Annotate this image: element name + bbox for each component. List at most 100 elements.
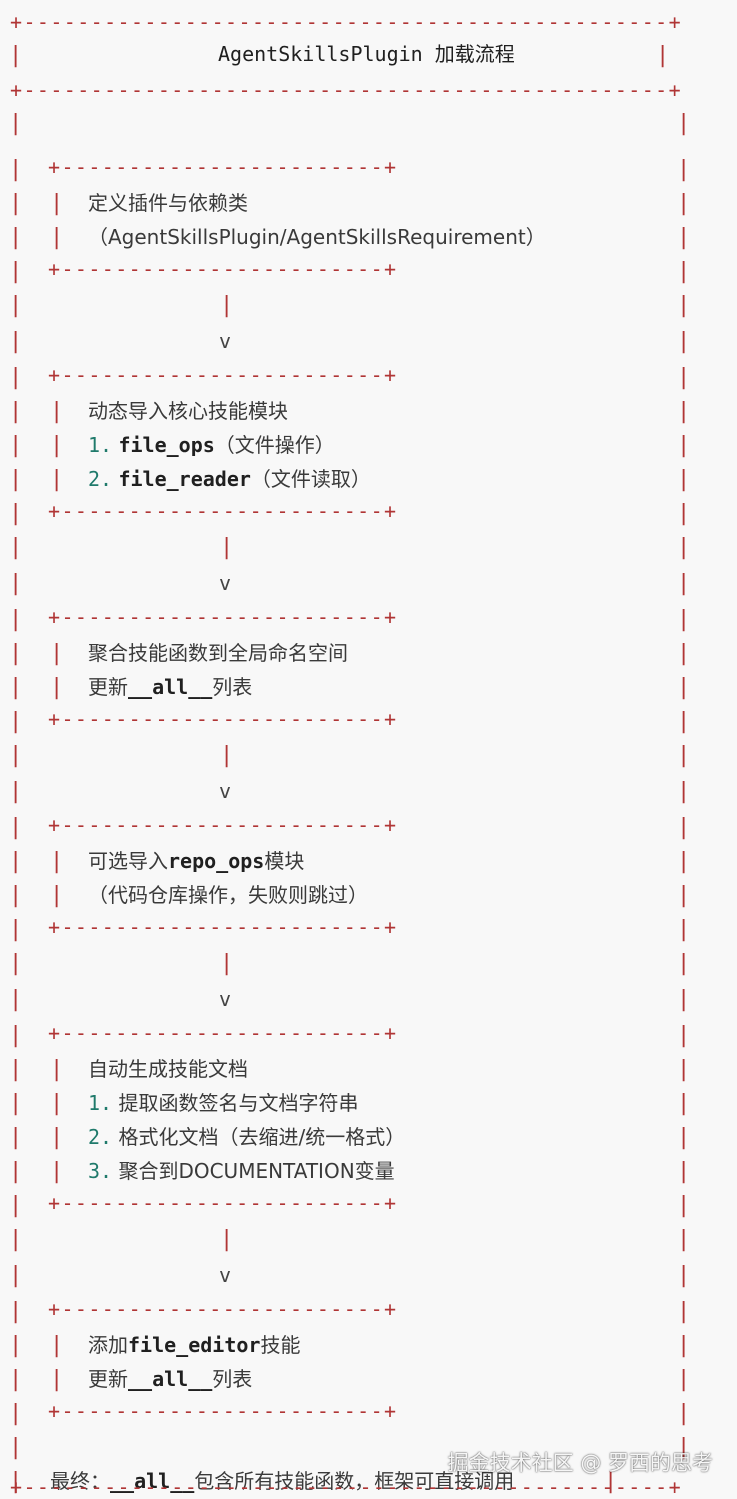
outer-right-bar: |	[677, 675, 691, 700]
arrow-head: v	[219, 779, 232, 803]
outer-right-bar: |	[677, 1435, 691, 1460]
step-text: 可选导入	[88, 849, 168, 873]
step-box-left-bar: |	[50, 191, 64, 216]
outer-right-bar: |	[677, 501, 691, 526]
final-right-bar: |	[604, 1469, 618, 1494]
step-line: 定义插件与依赖类	[88, 193, 248, 213]
outer-left-bar: |	[9, 43, 23, 68]
step-code: repo_ops	[168, 849, 265, 873]
step-text: 列表	[212, 1367, 253, 1391]
outer-right-bar: |	[677, 779, 691, 804]
outer-right-bar: |	[677, 1401, 691, 1426]
outer-title-separator: +---------------------------------------…	[10, 78, 683, 102]
outer-right-bar: |	[677, 191, 691, 216]
outer-left-bar: |	[9, 1367, 23, 1392]
outer-left-bar: |	[9, 743, 23, 768]
step-text: （文件操作）	[214, 433, 335, 457]
outer-right-bar: |	[677, 1193, 691, 1218]
step-box-left-bar: |	[50, 225, 64, 250]
outer-left-bar: |	[9, 779, 23, 804]
arrow-stem: |	[220, 951, 234, 976]
step-text: （AgentSkillsPlugin/AgentSkillsRequiremen…	[88, 225, 546, 249]
outer-left-bar: |	[9, 501, 23, 526]
outer-right-bar: |	[677, 917, 691, 942]
step-box-top-border: +------------------------+	[48, 605, 398, 629]
outer-left-bar: |	[9, 1057, 23, 1082]
outer-left-bar: |	[9, 1299, 23, 1324]
outer-right-bar: |	[677, 987, 691, 1012]
outer-right-bar: |	[677, 1091, 691, 1116]
outer-left-bar: |	[9, 675, 23, 700]
outer-right-bar: |	[677, 293, 691, 318]
outer-left-bar: |	[9, 191, 23, 216]
outer-left-bar: |	[9, 329, 23, 354]
step-box-top-border: +------------------------+	[48, 1297, 398, 1321]
outer-right-bar: |	[677, 743, 691, 768]
outer-title-right-bar: |	[656, 43, 670, 68]
outer-left-bar: |	[9, 111, 23, 136]
outer-right-bar: |	[677, 641, 691, 666]
outer-right-bar: |	[677, 1159, 691, 1184]
outer-left-bar: |	[9, 607, 23, 632]
step-code: __all__	[128, 675, 213, 699]
outer-right-bar: |	[677, 535, 691, 560]
outer-left-bar: |	[9, 259, 23, 284]
step-box-left-bar: |	[50, 467, 64, 492]
outer-left-bar: |	[9, 1263, 23, 1288]
final-text: 最终：	[50, 1469, 110, 1493]
outer-right-bar: |	[677, 883, 691, 908]
outer-right-bar: |	[677, 951, 691, 976]
step-number: 2.	[88, 1125, 113, 1149]
step-line: 自动生成技能文档	[88, 1059, 248, 1079]
outer-right-bar: |	[677, 1125, 691, 1150]
step-number: 3.	[88, 1159, 113, 1183]
step-box-top-border: +------------------------+	[48, 813, 398, 837]
step-text: 添加	[88, 1333, 128, 1357]
arrow-stem: |	[220, 293, 234, 318]
arrow-head: v	[219, 571, 232, 595]
outer-bottom-border: +---------------------------------------…	[10, 1475, 683, 1499]
step-box-bottom-border: +------------------------+	[48, 499, 398, 523]
outer-left-bar: |	[9, 1125, 23, 1150]
step-text: 技能	[260, 1333, 301, 1357]
outer-right-bar: |	[677, 399, 691, 424]
step-line: 添加file_editor技能	[88, 1335, 300, 1355]
step-text: （文件读取）	[250, 467, 371, 491]
step-box-bottom-border: +------------------------+	[48, 707, 398, 731]
arrow-stem: |	[220, 743, 234, 768]
outer-right-bar: |	[677, 157, 691, 182]
outer-right-bar: |	[677, 225, 691, 250]
outer-left-bar: |	[9, 709, 23, 734]
outer-left-bar: |	[9, 815, 23, 840]
step-box-bottom-border: +------------------------+	[48, 1191, 398, 1215]
outer-right-bar: |	[677, 1023, 691, 1048]
arrow-stem: |	[220, 1227, 234, 1252]
step-line: 聚合技能函数到全局命名空间	[88, 643, 348, 663]
arrow-stem: |	[220, 535, 234, 560]
step-text: 聚合到DOCUMENTATION变量	[118, 1159, 395, 1183]
outer-right-bar: |	[677, 571, 691, 596]
step-box-left-bar: |	[50, 1057, 64, 1082]
step-box-bottom-border: +------------------------+	[48, 915, 398, 939]
outer-left-bar: |	[9, 571, 23, 596]
step-box-left-bar: |	[50, 641, 64, 666]
step-box-left-bar: |	[50, 1367, 64, 1392]
step-text: 自动生成技能文档	[88, 1057, 248, 1081]
step-line: （代码仓库操作，失败则跳过）	[88, 885, 368, 905]
step-line: （AgentSkillsPlugin/AgentSkillsRequiremen…	[88, 227, 546, 247]
outer-right-bar: |	[677, 849, 691, 874]
final-code: __all__	[110, 1469, 195, 1493]
outer-top-border: +---------------------------------------…	[10, 10, 683, 34]
outer-left-bar: |	[9, 293, 23, 318]
step-box-left-bar: |	[50, 1091, 64, 1116]
step-text: 聚合技能函数到全局命名空间	[88, 641, 348, 665]
outer-left-bar: |	[9, 1227, 23, 1252]
step-line: 可选导入repo_ops模块	[88, 851, 304, 871]
step-box-left-bar: |	[50, 883, 64, 908]
title-text: AgentSkillsPlugin 加载流程	[218, 42, 515, 66]
step-text: 格式化文档（去缩进/统一格式）	[118, 1125, 406, 1149]
step-text: 更新	[88, 675, 128, 699]
step-code: file_editor	[128, 1333, 261, 1357]
outer-left-bar: |	[9, 1435, 23, 1460]
outer-right-bar: |	[677, 607, 691, 632]
